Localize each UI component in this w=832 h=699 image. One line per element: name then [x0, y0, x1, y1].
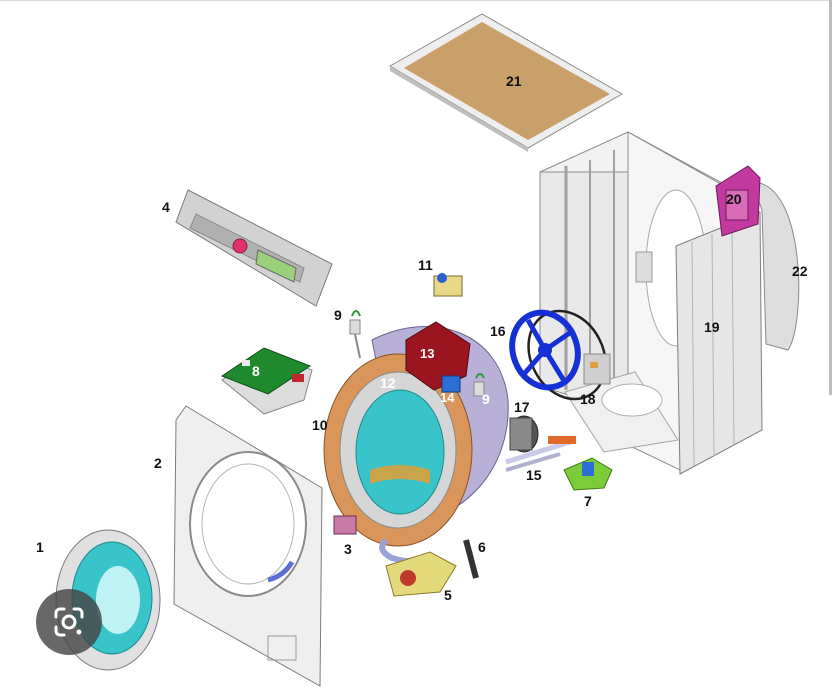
label-17: 17	[514, 399, 530, 415]
part-19-side-panel	[675, 211, 763, 475]
label-15: 15	[526, 467, 542, 483]
label-13: 13	[420, 346, 434, 361]
label-19: 19	[704, 319, 720, 335]
part-22-back-panel	[751, 181, 800, 351]
part-17-motor	[509, 415, 539, 453]
label-18: 18	[580, 391, 596, 407]
part-5-drain-pump	[379, 537, 457, 597]
label-12: 12	[380, 375, 396, 391]
part-3-clip	[333, 515, 357, 535]
label-8: 8	[252, 363, 260, 379]
label-7: 7	[584, 493, 592, 509]
label-4: 4	[162, 199, 170, 215]
part-4-control-panel	[175, 189, 333, 307]
part-9-hook-upper	[349, 310, 361, 359]
part-20-bracket	[715, 165, 761, 237]
part-13-heater-block	[405, 321, 471, 391]
label-14: 14	[440, 390, 455, 405]
label-20: 20	[726, 191, 742, 207]
part-10-gasket	[323, 353, 473, 547]
top-border	[0, 0, 832, 1]
scrollbar[interactable]	[829, 0, 832, 395]
part-15-shock	[505, 436, 577, 472]
part-11-valve	[433, 273, 463, 297]
label-10: 10	[312, 417, 328, 433]
google-lens-button[interactable]	[36, 589, 102, 655]
label-16: 16	[490, 323, 506, 339]
label-6: 6	[478, 539, 486, 555]
label-9-upper: 9	[334, 307, 342, 323]
label-5: 5	[444, 587, 452, 603]
label-3: 3	[344, 541, 352, 557]
part-14-pressure-switch	[441, 375, 461, 393]
part-18-heater-element	[583, 353, 611, 385]
part-16-pulley	[509, 309, 607, 401]
part-8-control-board	[220, 347, 313, 415]
label-9-lower: 9	[482, 391, 490, 407]
part-21-top-lid	[389, 13, 624, 152]
google-lens-icon	[54, 607, 84, 637]
label-22: 22	[792, 263, 808, 279]
label-11: 11	[418, 257, 433, 273]
part-6-hose	[463, 539, 479, 579]
label-21: 21	[506, 73, 522, 89]
part-1-door	[55, 529, 161, 671]
part-2-front-panel	[173, 405, 323, 687]
part-9-hook-lower	[473, 373, 485, 397]
label-2: 2	[154, 455, 162, 471]
part-7-inlet-valve	[563, 457, 613, 491]
label-1: 1	[36, 539, 44, 555]
